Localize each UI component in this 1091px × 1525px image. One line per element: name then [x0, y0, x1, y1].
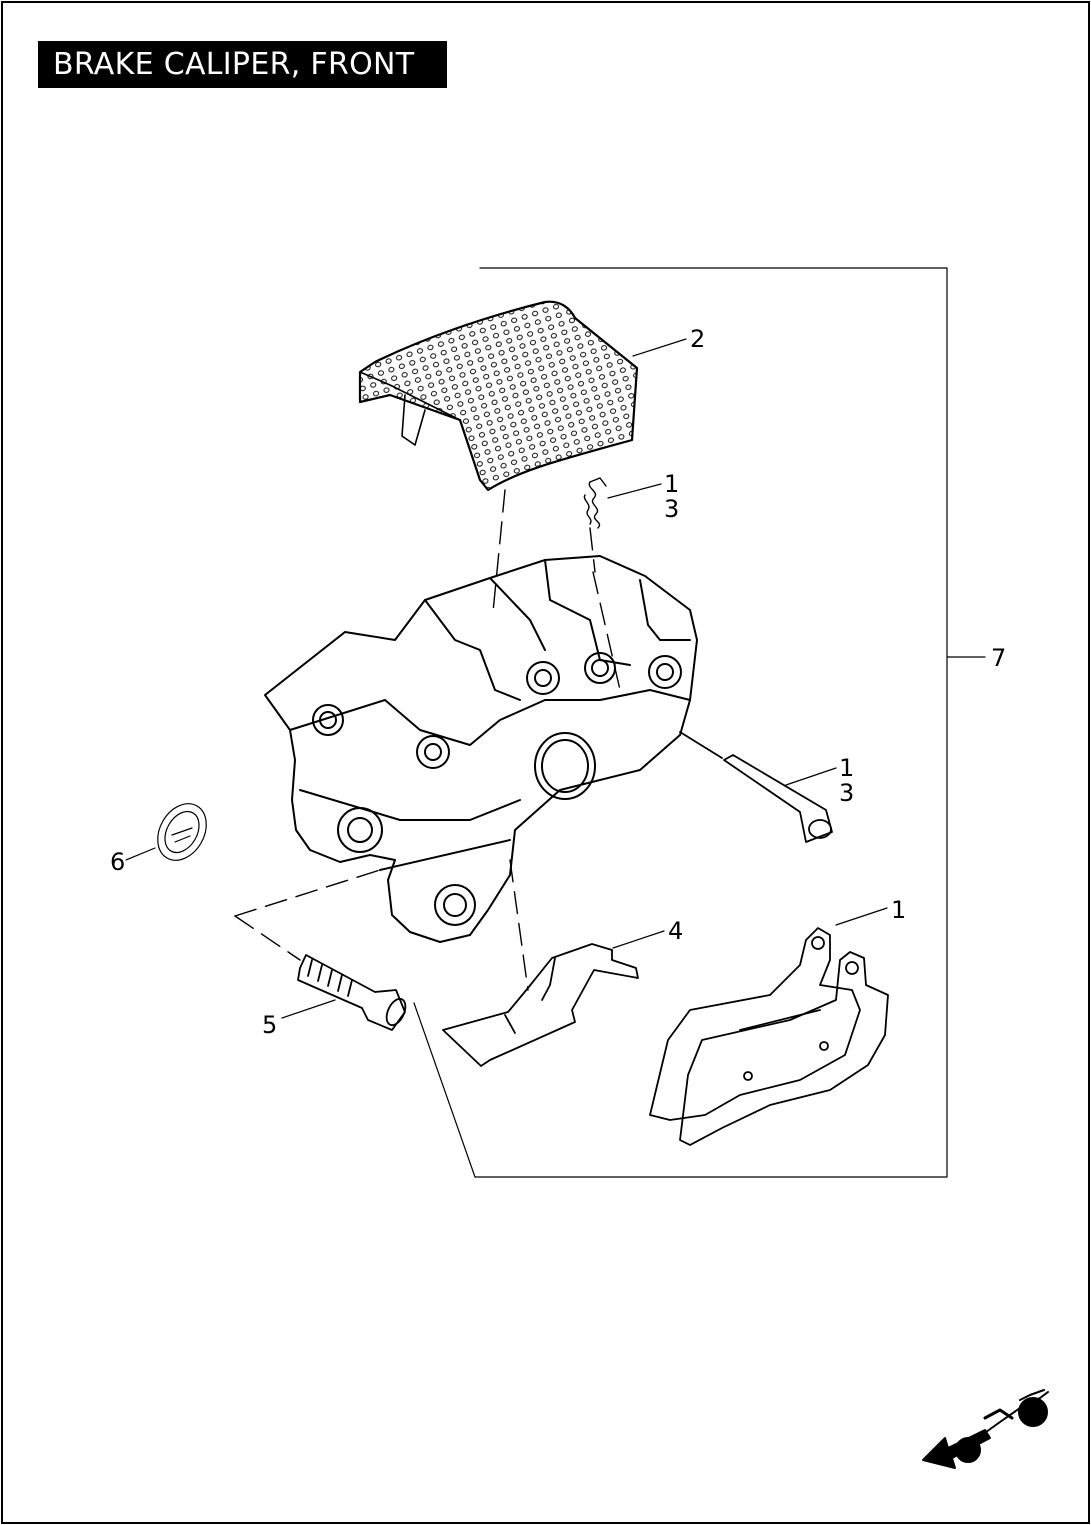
callout-6: 6: [110, 848, 125, 876]
dashed-assembly-lines: [234, 489, 621, 991]
mounting-bolt: [297, 954, 407, 1031]
callout-2: 2: [690, 325, 705, 353]
brake-caliper-body: [264, 555, 698, 943]
pad-pin: [679, 731, 833, 843]
callout-5: 5: [262, 1011, 277, 1039]
leader-lines: [125, 338, 888, 1019]
callout-1b: 1: [839, 754, 854, 782]
pad-stabilizer-spring: [442, 943, 639, 1067]
callouts: 2 1 3 7 1 3 6 1 4 5: [110, 325, 1006, 1039]
assembly-bracket: [413, 267, 986, 1178]
callout-4: 4: [668, 917, 683, 945]
callout-3b: 3: [839, 779, 854, 807]
callout-1c: 1: [891, 896, 906, 924]
retaining-spring-clip: [583, 477, 607, 529]
callout-3a: 3: [664, 495, 679, 523]
page-title: BRAKE CALIPER, FRONT: [38, 41, 447, 88]
caliper-cover: [358, 300, 639, 492]
motorcycle-front-arrow-icon: [922, 1389, 1049, 1469]
callout-7: 7: [991, 644, 1006, 672]
brake-pads: [649, 927, 889, 1146]
caliper-medallion: [157, 803, 207, 861]
callout-1a: 1: [664, 470, 679, 498]
